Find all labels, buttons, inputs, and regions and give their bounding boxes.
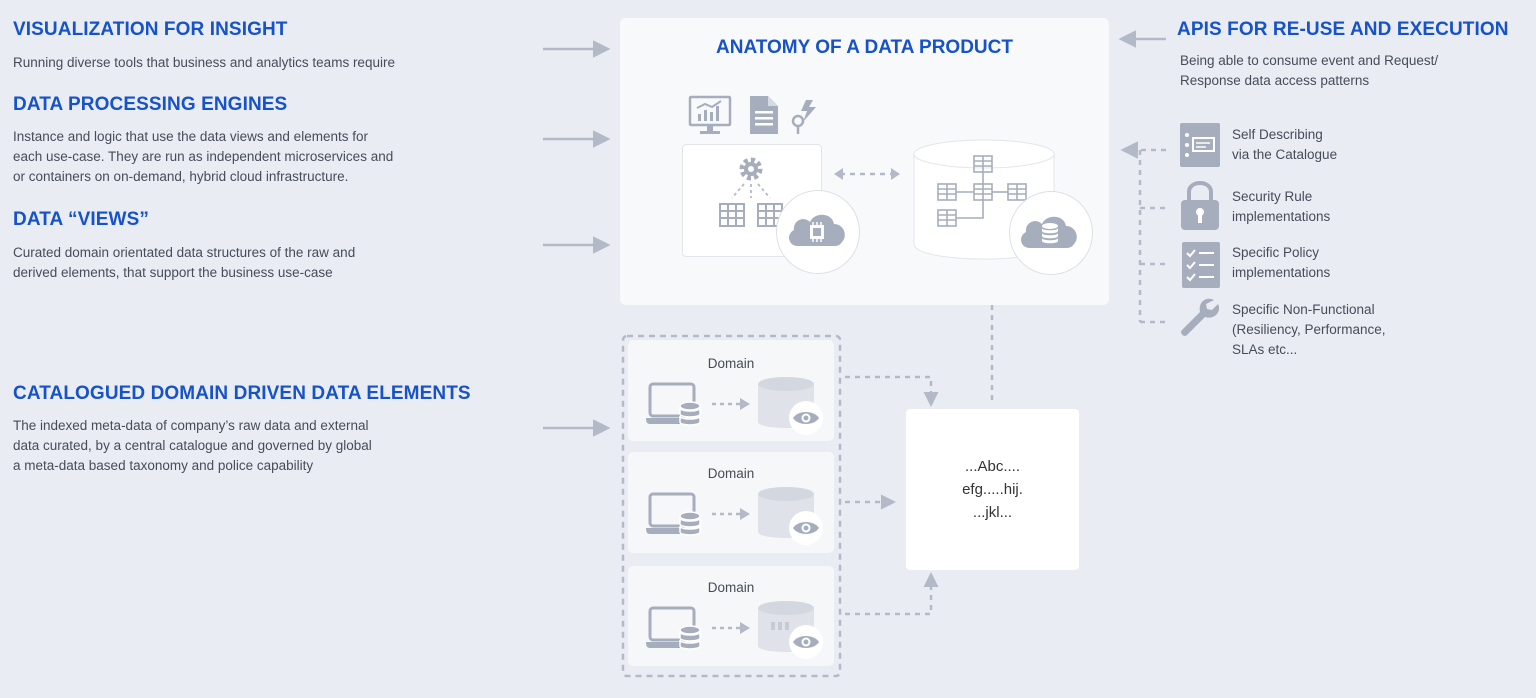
api-item-security: Security Rule implementations — [1232, 187, 1330, 227]
description-line: data curated, by a central catalogue and… — [13, 438, 372, 453]
section-apis: APIS FOR RE-USE AND EXECUTION Being able… — [1177, 19, 1509, 91]
api-item-catalogue: Self Describing via the Catalogue — [1232, 125, 1337, 165]
document-icon — [750, 96, 778, 134]
section-heading: CATALOGUED DOMAIN DRIVEN DATA ELEMENTS — [13, 383, 471, 404]
text-line: efg.....hij. — [962, 481, 1023, 498]
table-icon — [757, 203, 783, 227]
section-description: Being able to consume event and Request/… — [1180, 51, 1509, 91]
api-item-line: Specific Policy — [1232, 245, 1320, 260]
cloud-chip-icon — [789, 214, 845, 246]
section-heading: APIS FOR RE-USE AND EXECUTION — [1177, 19, 1509, 40]
domain-label: Domain — [707, 580, 755, 595]
section-processing-engines: DATA PROCESSING ENGINES Instance and log… — [13, 94, 393, 187]
api-item-policy: Specific Policy implementations — [1232, 243, 1330, 283]
api-icons — [1180, 123, 1220, 336]
section-description: Curated domain orientated data structure… — [13, 243, 355, 283]
description-line: Response data access patterns — [1180, 73, 1370, 88]
domains-container — [621, 334, 842, 678]
bidirectional-arrow — [834, 168, 900, 180]
text-line: ...jkl... — [972, 504, 1013, 521]
domain-label: Domain — [707, 466, 755, 481]
gear-icon — [739, 157, 763, 181]
domain-icons — [644, 375, 825, 661]
data-elements-box: ...Abc.... efg.....hij. ...jkl... — [906, 409, 1079, 570]
description-line: Running diverse tools that business and … — [13, 55, 395, 70]
table-icon — [719, 203, 745, 227]
domain-label: Domain — [707, 356, 755, 371]
api-item-line: Self Describing — [1232, 127, 1323, 142]
catalogue-icon — [1180, 123, 1220, 167]
data-product-title: ANATOMY OF A DATA PRODUCT — [716, 37, 1013, 58]
section-catalogued-elements: CATALOGUED DOMAIN DRIVEN DATA ELEMENTS T… — [13, 383, 471, 476]
monitor-chart-icon — [688, 95, 732, 134]
data-elements-text: ...Abc.... efg.....hij. ...jkl... — [962, 455, 1023, 524]
flow-domain3 — [845, 572, 939, 616]
api-item-line: Specific Non-Functional — [1232, 302, 1375, 317]
wrench-icon — [1181, 298, 1220, 336]
api-item-line: Security Rule — [1232, 189, 1313, 204]
lightning-bolt-icon — [791, 100, 816, 134]
api-item-line: implementations — [1232, 209, 1331, 224]
section-heading: DATA “VIEWS” — [13, 209, 149, 230]
lock-icon — [1181, 181, 1219, 230]
cloud-database-icon — [1021, 216, 1077, 248]
description-line: derived elements, that support the busin… — [13, 265, 333, 280]
checklist-icon — [1182, 242, 1220, 288]
description-line: or containers on on-demand, hybrid cloud… — [13, 169, 349, 184]
section-description: The indexed meta-data of company’s raw d… — [13, 416, 471, 476]
api-item-nonfunctional: Specific Non-Functional (Resiliency, Per… — [1232, 300, 1386, 360]
description-line: Instance and logic that use the data vie… — [13, 129, 368, 144]
api-item-line: via the Catalogue — [1232, 147, 1338, 162]
section-visualization: VISUALIZATION FOR INSIGHT Running divers… — [13, 19, 395, 73]
section-description: Running diverse tools that business and … — [13, 53, 395, 73]
server-rack-icon — [771, 622, 789, 630]
section-heading: DATA PROCESSING ENGINES — [13, 94, 288, 115]
description-line: The indexed meta-data of company’s raw d… — [13, 418, 369, 433]
api-item-line: (Resiliency, Performance, — [1232, 322, 1386, 337]
section-data-views: DATA “VIEWS” Curated domain orientated d… — [13, 209, 355, 283]
description-line: Being able to consume event and Request/ — [1180, 53, 1439, 68]
api-item-line: SLAs etc... — [1232, 342, 1298, 357]
flow-domain1 — [845, 375, 939, 407]
description-line: Curated domain orientated data structure… — [13, 245, 356, 260]
processing-engine-diagram — [719, 157, 783, 227]
section-description: Instance and logic that use the data vie… — [13, 127, 393, 187]
api-item-line: implementations — [1232, 265, 1331, 280]
description-line: a meta-data based taxonomy and police ca… — [13, 458, 314, 473]
text-line: ...Abc.... — [964, 458, 1021, 475]
description-line: each use-case. They are run as independe… — [13, 149, 394, 164]
top-icon-row — [688, 95, 816, 134]
section-heading: VISUALIZATION FOR INSIGHT — [13, 19, 288, 40]
